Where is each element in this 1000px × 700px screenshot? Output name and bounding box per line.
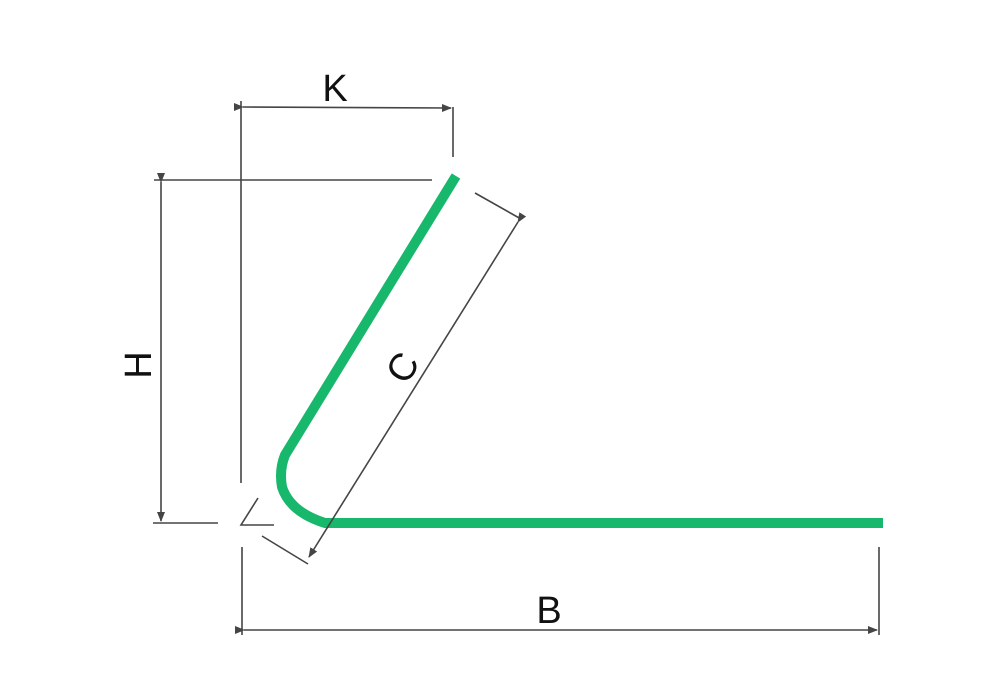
label-c: C (378, 345, 428, 391)
dimension-h (153, 173, 432, 524)
dimension-k (233, 101, 454, 483)
profile-shape (276, 173, 883, 528)
label-b: B (536, 590, 561, 632)
label-k: K (322, 68, 347, 110)
angle-mark (239, 497, 274, 526)
label-h: H (118, 351, 160, 378)
dimension-b (235, 547, 880, 635)
dimension-c (261, 192, 527, 565)
